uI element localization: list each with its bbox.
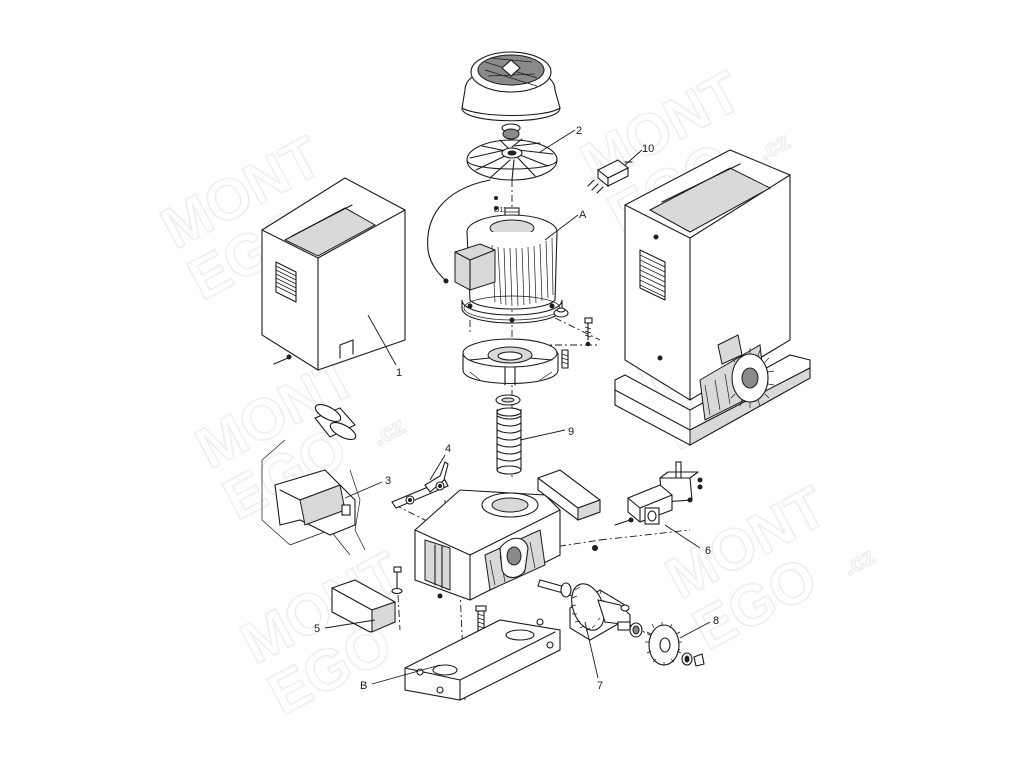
- thrust-washer: [495, 394, 521, 406]
- bracket-bolts: [391, 566, 487, 639]
- motor-flange: [462, 338, 559, 386]
- fan-nut: [501, 123, 521, 140]
- label-part-10: 10: [642, 143, 654, 155]
- label-part-3: 3: [385, 475, 391, 487]
- label-part-4: 4: [445, 443, 451, 455]
- detail-limit-bracket: [261, 439, 366, 556]
- main-gear: [569, 583, 643, 641]
- sensor-bracket: [614, 461, 703, 526]
- capacitor: [314, 404, 357, 440]
- end-block: [331, 579, 396, 633]
- label-part-7: 7: [597, 680, 603, 692]
- label-part-9: 9: [568, 426, 574, 438]
- label-part-1: 1: [396, 367, 402, 379]
- cooling-fan: [466, 138, 558, 181]
- worm-shaft: [496, 407, 522, 475]
- watermark-suffix: .cz: [754, 128, 795, 167]
- shaft-diameter-label: Ø11: [494, 207, 507, 214]
- fan-cover: [461, 51, 561, 122]
- watermark-suffix: .cz: [839, 543, 880, 582]
- watermark-suffix: .cz: [369, 413, 410, 452]
- label-part-B: B: [360, 680, 367, 692]
- limit-switch-bracket: [391, 461, 449, 509]
- electric-motor: Ø11: [427, 179, 563, 324]
- guide-rail: [537, 469, 601, 521]
- assembled-unit: [614, 149, 811, 446]
- gear-shaft: [537, 579, 572, 598]
- housing-cover: [261, 177, 406, 371]
- leader-lines: [324, 129, 711, 685]
- gearbox-housing: [414, 489, 598, 601]
- label-part-A: A: [579, 209, 587, 221]
- part-labels: 1 2 3 4 5 6 7 8 9 10 A B: [314, 125, 719, 692]
- base-plate: [404, 618, 561, 701]
- motor-screws: [553, 307, 593, 369]
- label-part-5: 5: [314, 623, 320, 635]
- terminal-connector: [587, 159, 633, 194]
- label-part-2: 2: [576, 125, 582, 137]
- label-part-6: 6: [705, 545, 711, 557]
- output-pinion: [645, 622, 705, 667]
- label-part-8: 8: [713, 615, 719, 627]
